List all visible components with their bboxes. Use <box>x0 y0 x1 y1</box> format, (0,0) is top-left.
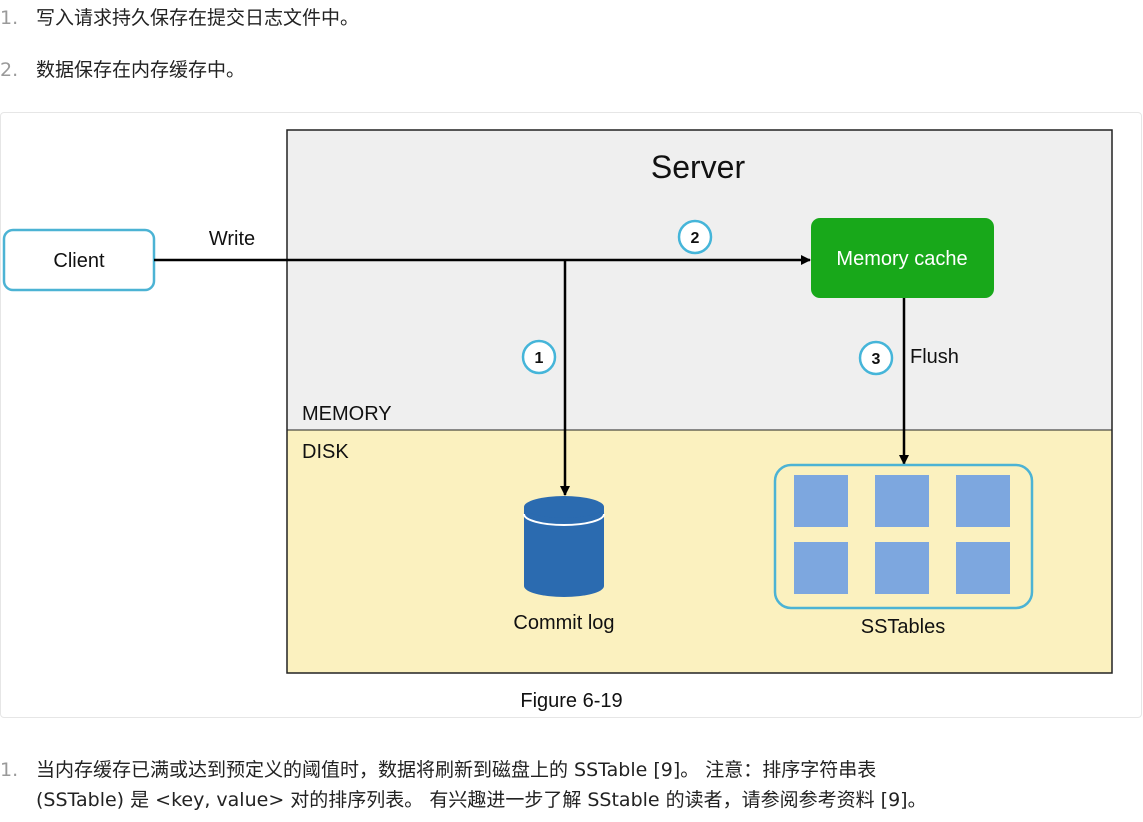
figure-caption: Figure 6-19 <box>520 690 623 712</box>
list-item: 1. 写入请求持久保存在提交日志文件中。 <box>0 0 359 52</box>
sstables-container <box>773 463 1034 610</box>
sstable-block <box>875 542 929 594</box>
write-path-diagram: Server MEMORY DISK Client Write Memory c… <box>2 129 1113 674</box>
memory-cache-box <box>811 218 994 298</box>
list-text-line: 当内存缓存已满或达到预定义的阈值时，数据将刷新到磁盘上的 SSTable [9]… <box>36 759 877 781</box>
list-text-line: (SSTable) 是 <key, value> 对的排序列表。 有兴趣进一步了… <box>36 789 927 811</box>
list-item: 2. 数据保存在内存缓存中。 <box>0 52 359 104</box>
outro-step-list: 1. 当内存缓存已满或达到预定义的阈值时，数据将刷新到磁盘上的 SSTable … <box>0 755 1143 815</box>
list-number: 1. <box>0 7 19 29</box>
disk-region-label: DISK <box>302 441 349 463</box>
step-badge-1: 1 <box>521 339 557 375</box>
list-text: 数据保存在内存缓存中。 <box>36 59 246 81</box>
client-label: Client <box>53 250 105 272</box>
list-number: 1. <box>0 759 19 781</box>
flush-label: Flush <box>910 346 959 368</box>
list-number: 2. <box>0 59 19 81</box>
list-item: 1. 当内存缓存已满或达到预定义的阈值时，数据将刷新到磁盘上的 SSTable … <box>0 755 1143 815</box>
intro-step-list: 1. 写入请求持久保存在提交日志文件中。 2. 数据保存在内存缓存中。 <box>0 0 359 104</box>
step-badge-3: 3 <box>858 340 894 376</box>
sstable-grid <box>794 475 1010 594</box>
sstable-block <box>956 542 1010 594</box>
step-badge-2: 2 <box>677 219 713 255</box>
step-badge-label: 1 <box>535 350 544 367</box>
server-title: Server <box>651 149 746 185</box>
step-badge-label: 2 <box>691 230 700 247</box>
step-badge-label: 3 <box>872 351 881 368</box>
write-label: Write <box>209 228 255 250</box>
memory-region-label: MEMORY <box>302 403 392 425</box>
sstables-label: SSTables <box>861 616 946 638</box>
list-text: 写入请求持久保存在提交日志文件中。 <box>36 7 360 29</box>
sstable-block <box>875 475 929 527</box>
memory-cache-label: Memory cache <box>836 248 967 270</box>
sstable-block <box>956 475 1010 527</box>
sstable-block <box>794 542 848 594</box>
commit-log-label: Commit log <box>513 612 614 634</box>
sstable-block <box>794 475 848 527</box>
server-box <box>286 129 1113 674</box>
database-icon <box>523 496 605 597</box>
